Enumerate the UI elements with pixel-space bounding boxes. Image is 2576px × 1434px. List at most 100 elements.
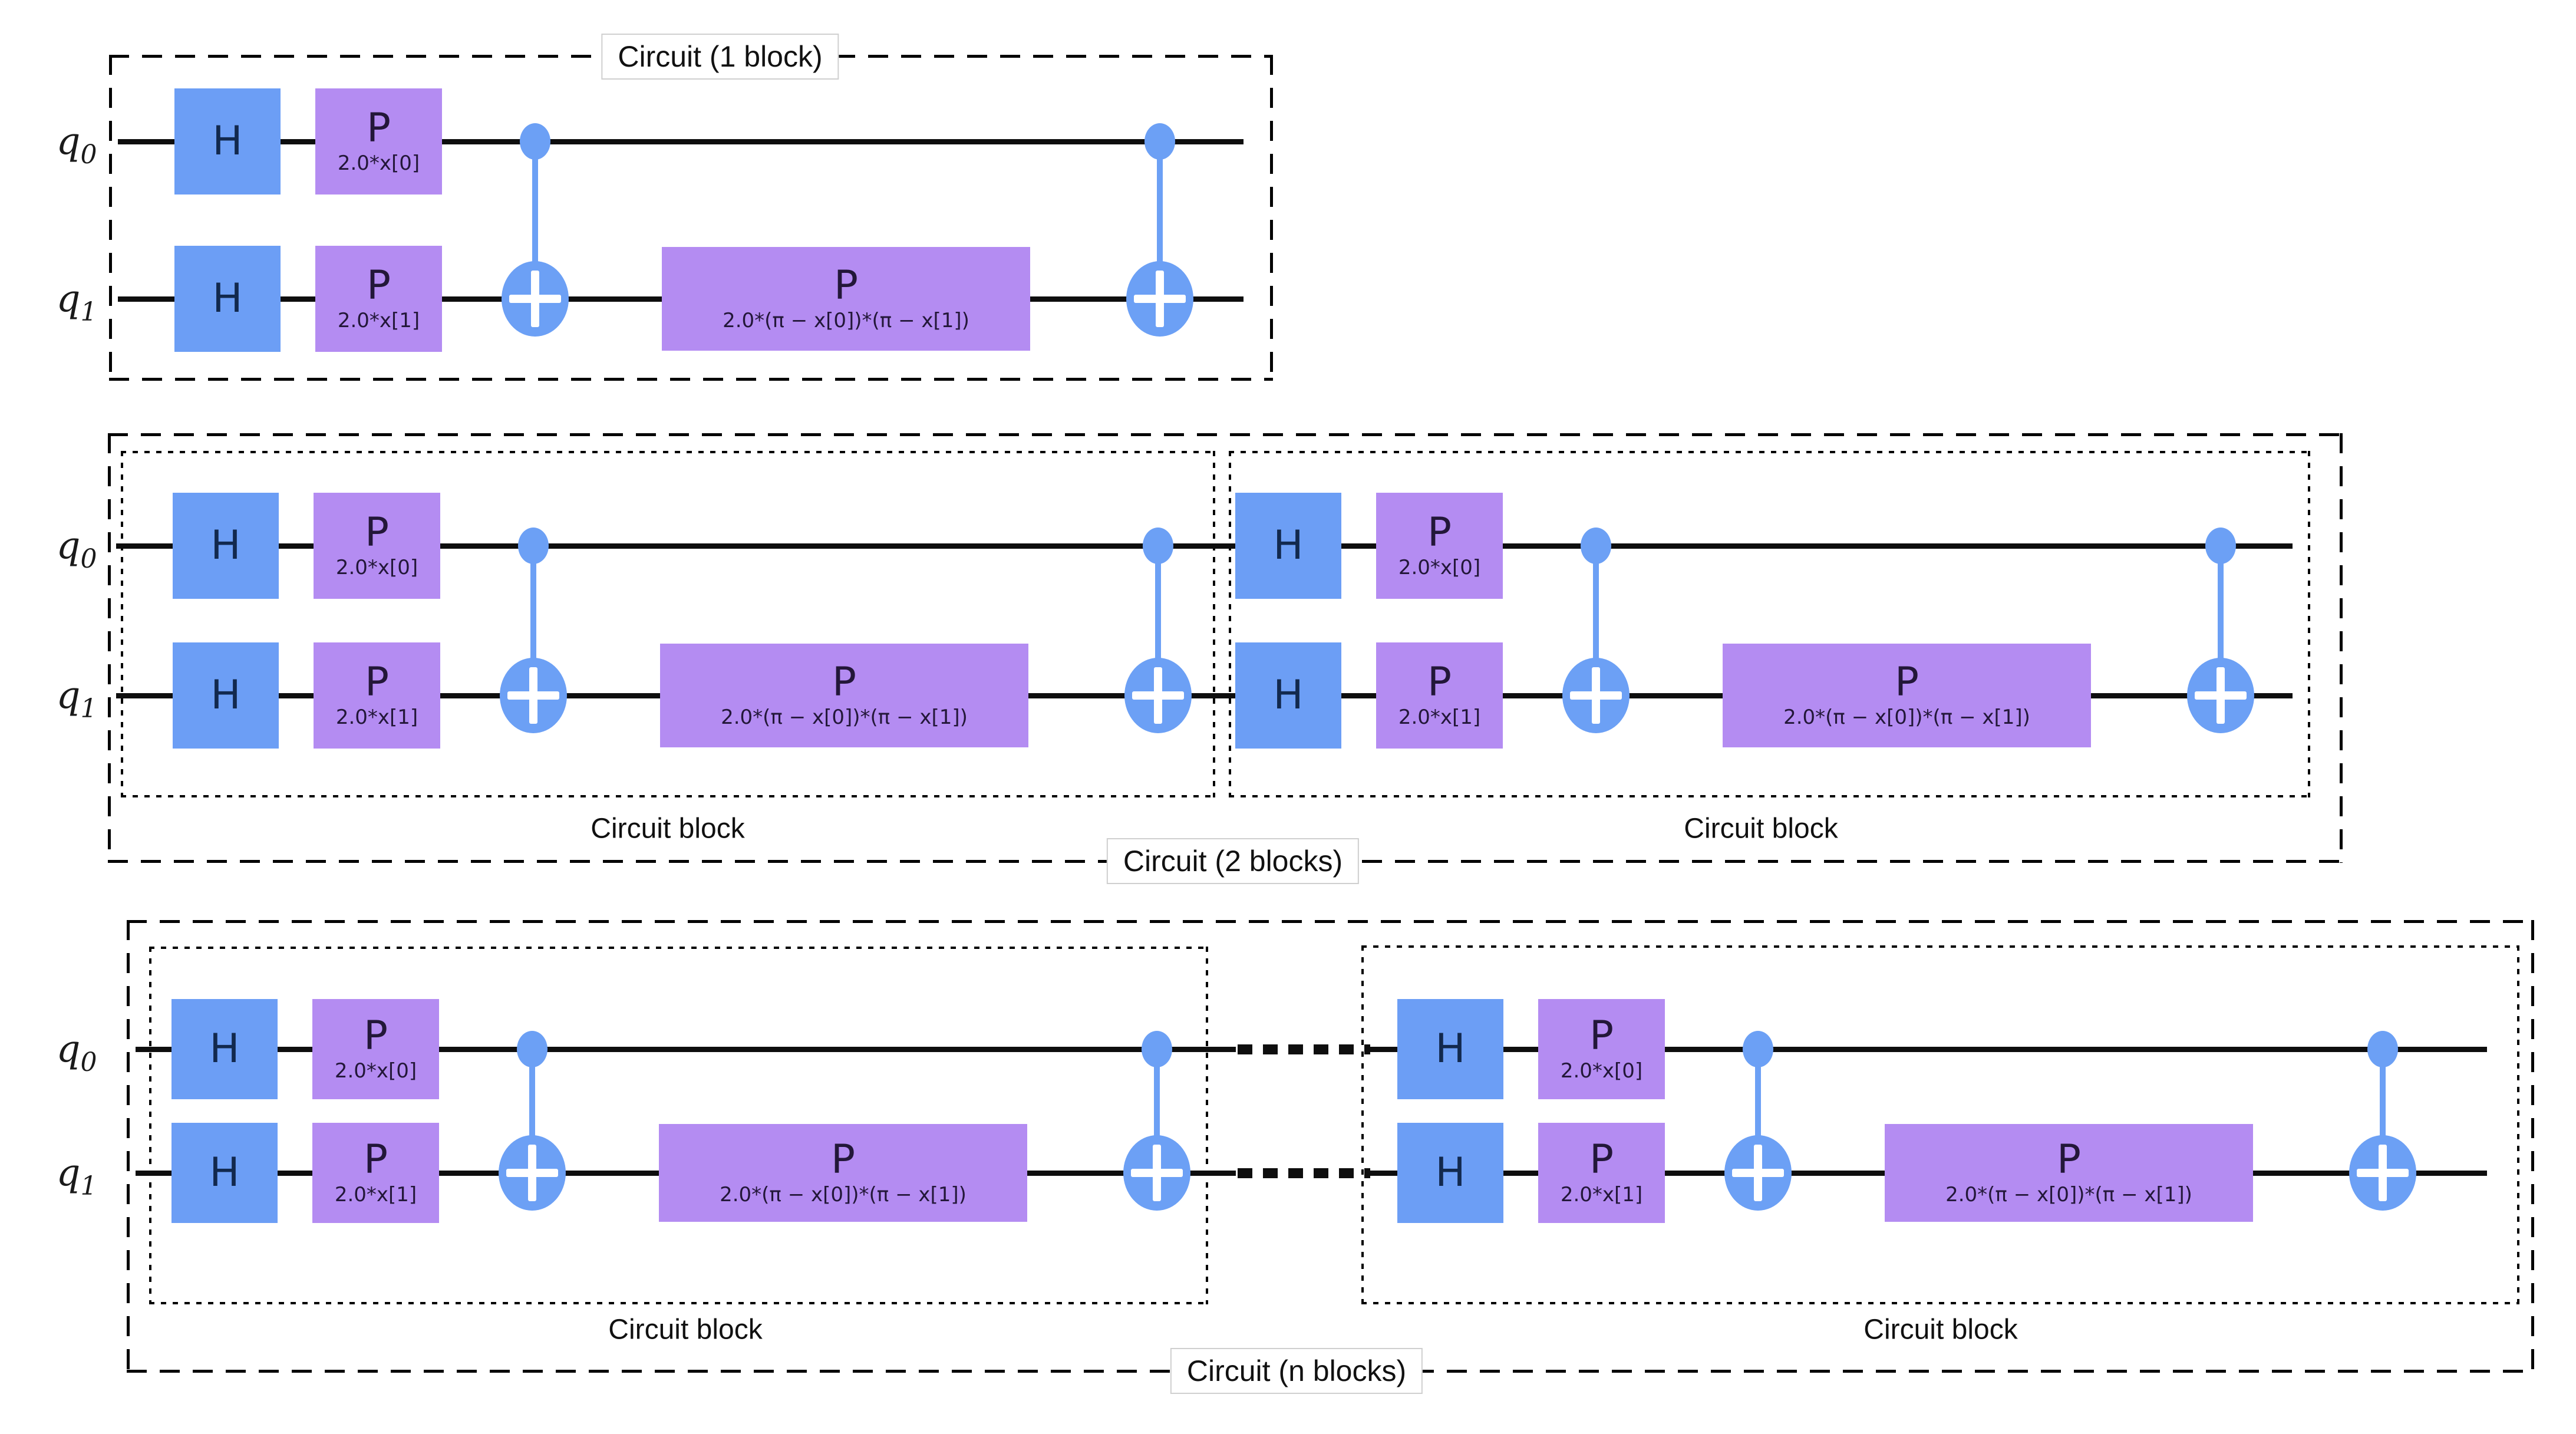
qubit-wire-q0: [118, 139, 1244, 144]
gate-label: P: [366, 262, 391, 309]
gate-parameter: 2.0*(π − x[0])*(π − x[1]): [723, 308, 969, 332]
qubit-index: 0: [80, 140, 97, 170]
gate-label: P: [2056, 1136, 2081, 1184]
cnot-control-dot: [518, 528, 549, 564]
cnot-connector: [1157, 141, 1163, 299]
panel3-block2-border-bottom: [1361, 1302, 2519, 1304]
panel3-block1-border-left: [149, 947, 151, 1304]
panel2-block2-border-bottom: [1229, 795, 2310, 797]
qubit-index: 1: [80, 297, 97, 327]
cnot-target-icon: [1124, 658, 1192, 733]
cnot-target-icon: [500, 658, 567, 733]
panel1-outer-border-left: [109, 55, 112, 381]
panel2-block2-border-right: [2308, 451, 2310, 797]
panel2-block2-border-left: [1229, 451, 1231, 797]
cnot-connector: [2218, 546, 2224, 695]
block-label-right: Circuit block: [1684, 813, 1838, 845]
gate-label: P: [1427, 659, 1452, 706]
gate-label: H: [1273, 522, 1304, 569]
cnot-target-icon: [1562, 658, 1630, 733]
hadamard-gate-q1: H: [1235, 642, 1341, 749]
qubit-index: 0: [80, 544, 97, 574]
qubit-index: 1: [80, 1171, 97, 1201]
gate-parameter: 2.0*(π − x[0])*(π − x[1]): [721, 705, 968, 729]
gate-label: P: [364, 659, 389, 706]
gate-parameter: 2.0*x[1]: [1560, 1182, 1643, 1206]
gate-parameter: 2.0*x[1]: [334, 1182, 417, 1206]
gate-label: P: [364, 509, 389, 556]
gate-label: H: [1435, 1026, 1466, 1073]
gate-label: H: [209, 1026, 240, 1073]
qubit-letter: q: [56, 1027, 81, 1071]
qubit-letter: q: [56, 524, 81, 568]
qubit-label-q0: q0: [56, 120, 97, 168]
gate-parameter: 2.0*(π − x[0])*(π − x[1]): [1945, 1182, 2192, 1206]
qubit-letter: q: [56, 277, 81, 321]
gate-label: P: [363, 1136, 388, 1184]
qubit-label-q0: q0: [56, 1027, 97, 1076]
qubit-wire-q0-segment1: [136, 1047, 1236, 1052]
qubit-index: 0: [80, 1047, 97, 1077]
qubit-letter: q: [56, 1151, 81, 1195]
gate-parameter: 2.0*x[1]: [1398, 705, 1481, 729]
cnot-connector: [1755, 1049, 1761, 1173]
panel3-block1-border-top: [149, 947, 1208, 949]
gate-parameter: 2.0*(π − x[0])*(π − x[1]): [1783, 705, 2030, 729]
hadamard-gate-q1: H: [1397, 1123, 1503, 1223]
hadamard-gate-q1: H: [171, 1123, 278, 1223]
panel2-block2-border-top: [1229, 451, 2310, 453]
gate-parameter: 2.0*x[1]: [337, 308, 420, 332]
gate-label: P: [832, 659, 856, 706]
hadamard-gate-q0: H: [1397, 999, 1503, 1099]
gate-label: H: [210, 672, 241, 719]
cnot-control-dot: [1581, 528, 1611, 564]
gate-label: H: [1273, 672, 1304, 719]
qubit-wire-q0-segment2: [1367, 1047, 2487, 1052]
panel3-block1-border-bottom: [149, 1302, 1208, 1304]
gate-label: P: [363, 1013, 388, 1060]
panel2-block1-border-bottom: [121, 795, 1215, 797]
cnot-target-icon: [1724, 1135, 1792, 1211]
panel1-outer-border-bottom: [109, 378, 1273, 381]
panel2-block1-border-left: [121, 451, 123, 797]
cnot-connector: [530, 546, 536, 695]
gate-label: P: [1589, 1136, 1614, 1184]
gate-parameter: 2.0*(π − x[0])*(π − x[1]): [720, 1182, 967, 1206]
cnot-connector: [529, 1049, 535, 1173]
qubit-letter: q: [56, 120, 81, 163]
gate-label: H: [212, 118, 243, 165]
panel2-outer-border-left: [108, 433, 111, 863]
gate-parameter: 2.0*x[0]: [1560, 1059, 1643, 1083]
panel3-block2-border-left: [1361, 945, 1364, 1304]
qubit-wire-q0: [116, 543, 2293, 549]
panel3-block2-border-right: [2517, 945, 2519, 1304]
hadamard-gate-q0: H: [171, 999, 278, 1099]
qubit-index: 1: [80, 694, 97, 724]
cnot-control-dot: [2205, 528, 2236, 564]
gate-parameter: 2.0*x[1]: [335, 705, 418, 729]
panel2-outer-border-right: [2340, 433, 2343, 863]
block-label-left: Circuit block: [608, 1314, 763, 1346]
cnot-control-dot: [1743, 1031, 1773, 1067]
cnot-connector: [532, 141, 538, 299]
gate-parameter: 2.0*x[0]: [334, 1059, 417, 1083]
cnot-control-dot: [517, 1031, 547, 1067]
gate-label: P: [830, 1136, 855, 1184]
cnot-target-icon: [1126, 261, 1193, 337]
hadamard-gate-q0: H: [1235, 493, 1341, 599]
gate-label: H: [1435, 1149, 1466, 1196]
hadamard-gate-q0: H: [174, 88, 281, 195]
